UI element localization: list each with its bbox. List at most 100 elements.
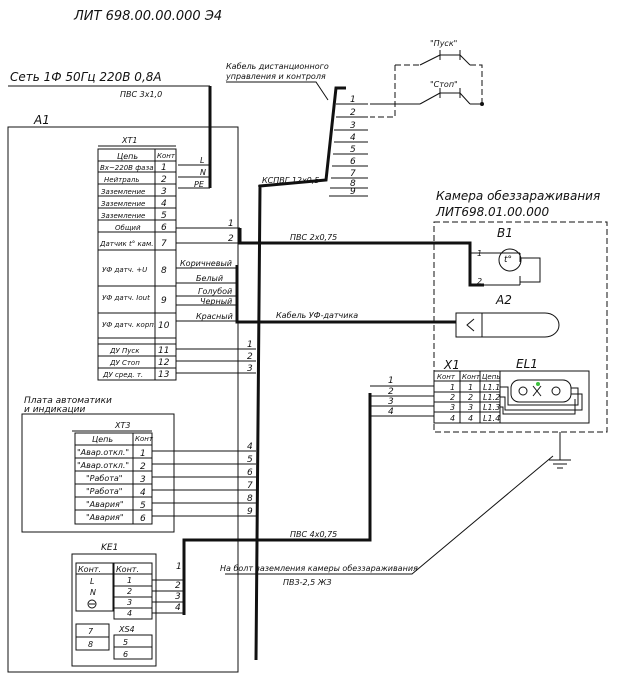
xt3-row-name: "Работа" [86,487,122,496]
xt1-header-circuit: Цепь [117,152,138,161]
ke1-frame [71,553,157,667]
pvs2-cable-line [238,228,484,287]
x1-cell: L1.1 [483,383,500,392]
xt3-row-contact: 3 [140,475,146,485]
ke1-right-header: Конт. [116,565,139,574]
xt1-table: Цепь Конт Вх~220В фаза 1 Нейтраль 2 Зазе… [97,148,177,381]
network-cable-label: ПВС 3х1,0 [120,90,162,99]
wire-color-label: Белый [196,274,223,283]
ke1-bottom-left-cell: 7 [88,627,94,636]
document-code: ЛИТ 698.00.00.000 Э4 [73,9,222,24]
pvs2-label: ПВС 2х0,75 [290,233,337,242]
wire-color-label: Красный [196,312,233,321]
remote-cable-leader [226,81,329,101]
ke1-title: KE1 [101,543,118,553]
remote-cable-type: КСПВГ 12х0,5 [262,176,319,185]
pvs4-wire-number: 1 [388,376,394,386]
el1-lamp [500,379,583,415]
xt3-header-contact: Конт [135,435,154,443]
b1-sensor: t° 1 2 [477,248,541,286]
xt1-l-label: L [200,156,204,165]
ground-terminal-icon [87,599,97,609]
remote-wires: 1 2 3 4 5 6 7 8 9 [329,95,368,197]
plate-label-2: и индикации [24,405,85,415]
b1-temperature-symbol: t° [504,255,512,265]
xt1-row-contact: 7 [161,239,167,249]
xt1-title: XT1 [121,136,137,145]
xt1-row-name: Заземление [101,188,145,196]
b1-pin-2: 2 [477,277,482,286]
x1-cell: 3 [468,403,473,412]
start-button-label: "Пуск" [430,39,457,48]
xt3-table: Цепь Конт "Авар.откл." 1 "Авар.откл." 2 … [74,432,154,525]
wire-number: 6 [247,468,253,478]
wire-number: 1 [228,219,234,229]
ke1-ext-number: 1 [176,562,182,572]
xt1-row-contact: 10 [158,321,170,331]
remote-wire-number: 5 [350,145,356,155]
ke1-ext-number: 4 [175,603,181,613]
ke1-right-table: Конт. 1 2 3 4 [113,562,153,620]
wire-number: 1 [247,340,253,350]
uv-cable-label: Кабель УФ-датчика [276,311,358,320]
pvs4-cable-line [182,393,372,615]
xt1-row-name: ДУ сред. т. [102,371,143,379]
xs4-cell: 5 [123,638,128,647]
remote-wire-number: 7 [350,169,356,179]
xt1-row-name: Нейтраль [104,176,140,184]
ground-leader [225,455,554,575]
remote-cable-label-2: управления и контроля [225,72,326,81]
ke1-ext-number: 3 [175,592,181,602]
a2-label: A2 [495,293,512,307]
wire-color-label: Голубой [198,287,232,296]
x1-header-contact: Конт [462,373,481,381]
xt3-row-contact: 6 [140,514,146,524]
ke1-left-cell: L [90,577,94,586]
wire-number: 3 [247,364,253,374]
remote-control-wires: 1 2 3 [176,340,256,374]
xt3-row-name: "Авар.откл." [77,461,129,470]
xt1-row-name: УФ датч. корп. [102,321,156,329]
xt1-row-name: ДУ Стоп [109,359,140,367]
pvs4-wire-number: 4 [388,407,394,417]
x1-cell: L1.2 [483,393,500,402]
xt3-row-contact: 2 [140,462,146,472]
x1-cell: 4 [468,414,473,423]
ke1-right-cell: 2 [127,587,132,596]
x1-cell: L1.3 [483,403,500,412]
xt3-row-name: "Авария" [86,513,124,522]
remote-wire-number: 6 [350,157,356,167]
remote-wire-number: 9 [350,187,356,197]
xt3-wires: 4 5 6 7 8 9 [152,442,256,517]
remote-wire-number: 4 [350,133,356,143]
pvs4-wire-number: 2 [388,387,394,397]
xt1-row-name: ДУ Пуск [109,347,140,355]
network-label: Сеть 1Ф 50Гц 220В 0,8А [10,70,162,84]
xt1-row-contact: 8 [161,266,167,276]
x1-cell: 1 [468,383,473,392]
ke1-left-table: Конт. L N [75,562,114,612]
ke1-bottom-left-cell: 8 [88,640,93,649]
xt1-row-name: УФ датч. +U [102,266,147,274]
x1-cell: 1 [450,383,455,392]
remote-wire-number: 1 [350,95,356,105]
ke1-right-cell: 3 [127,598,132,607]
xt1-row-contact: 6 [161,223,167,233]
remote-cable-type-line [257,179,327,187]
ground-label-2: ПВЗ-2,5 ЖЗ [283,578,332,587]
wire-number: 2 [228,234,234,244]
remote-wire-number: 8 [350,179,356,189]
xt1-row-contact: 1 [161,163,167,173]
wire-color-label: Коричневый [180,259,232,268]
xs4-cell: 6 [123,650,128,659]
xt1-row-contact: 11 [158,346,169,356]
chamber-frame [433,221,608,433]
x1-cell: L1.4 [483,414,500,423]
wire-number: 2 [247,352,253,362]
xt1-header-contact: Конт [157,152,176,160]
ke1-left-cell: N [90,588,96,597]
xt1-row-contact: 3 [161,187,167,197]
xt1-row-name: Вх~220В фаза [100,164,153,172]
remote-wire-number: 2 [350,108,356,118]
el1-x1-frame [433,370,590,424]
